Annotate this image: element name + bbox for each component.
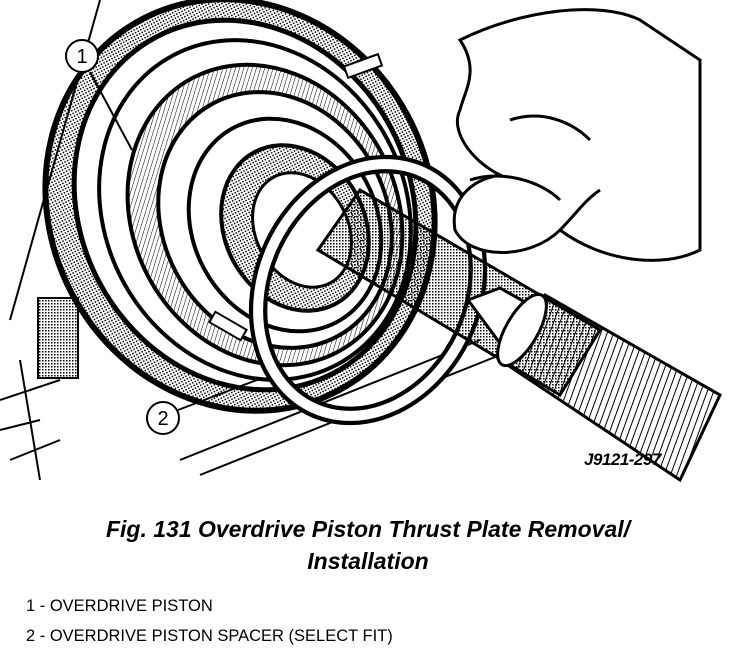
callout-2: 2 [146, 377, 263, 435]
figure-illustration: 1 2 [0, 0, 722, 483]
technician-hand [452, 8, 702, 262]
figure-id-label: J9121-297 [584, 450, 661, 469]
callout-1: 1 [65, 39, 133, 151]
legend-item-1: 1 - OVERDRIVE PISTON [26, 597, 213, 615]
figure-caption-line2: Installation [307, 548, 429, 574]
callout-1-number: 1 [76, 46, 87, 68]
callout-2-number: 2 [157, 408, 168, 430]
shaft-tool [315, 188, 722, 483]
figure-caption-line1: Fig. 131 Overdrive Piston Thrust Plate R… [105, 516, 631, 542]
overdrive-piston-assembly [42, 0, 438, 414]
legend-item-2: 2 - OVERDRIVE PISTON SPACER (SELECT FIT) [26, 627, 393, 645]
